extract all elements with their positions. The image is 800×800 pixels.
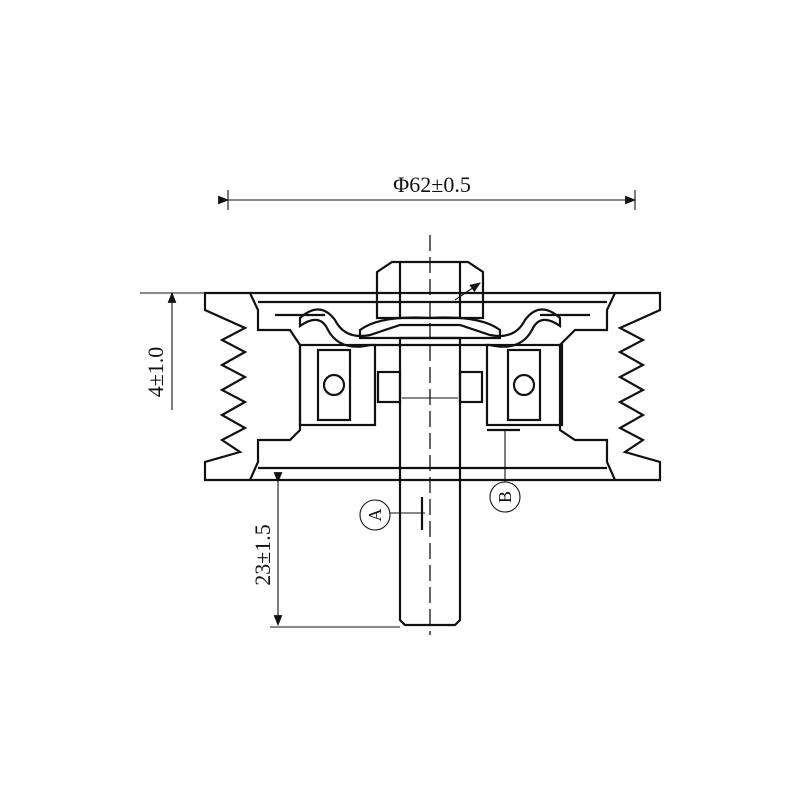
height-dimension-label: 4±1.0 bbox=[143, 347, 168, 398]
callout-a-label: A bbox=[365, 509, 385, 522]
diameter-dimension: Φ62±0.5 bbox=[218, 172, 637, 210]
pulley-body bbox=[203, 291, 662, 482]
shaft-length-dimension: 23±1.5 bbox=[250, 472, 400, 628]
bearing-left bbox=[298, 343, 402, 427]
height-dimension: 4±1.0 bbox=[140, 291, 205, 410]
callout-b: B bbox=[487, 428, 521, 513]
callout-a: A bbox=[359, 497, 425, 531]
dust-shield bbox=[298, 308, 562, 348]
callout-b-label: B bbox=[495, 491, 515, 503]
bearing-right bbox=[458, 343, 564, 427]
shaft-length-dimension-label: 23±1.5 bbox=[250, 524, 275, 586]
diameter-dimension-label: Φ62±0.5 bbox=[393, 172, 471, 197]
